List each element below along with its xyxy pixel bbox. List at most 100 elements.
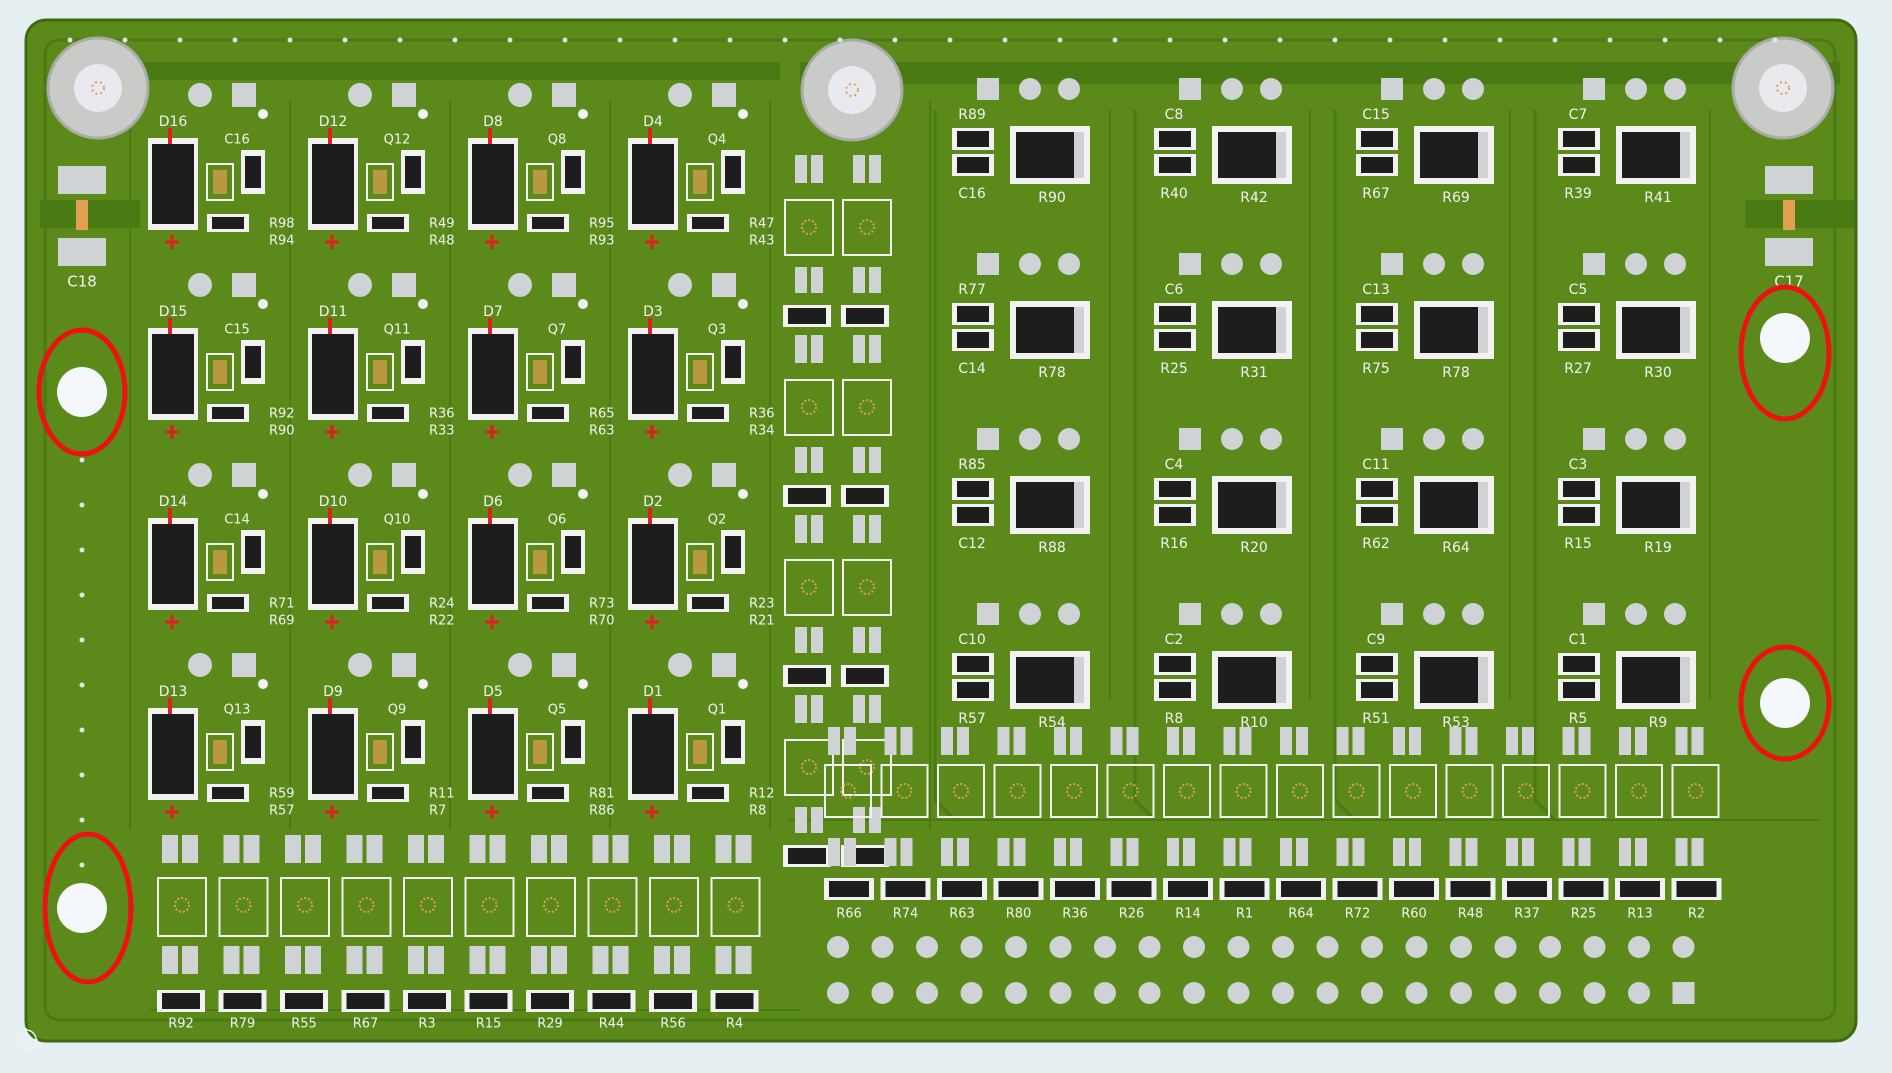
resistor-body: [957, 131, 989, 147]
cap-pad: [1522, 838, 1534, 866]
stitch-via: [1332, 37, 1338, 43]
mounting-hole-center: [1776, 81, 1790, 95]
header-pin: [1005, 936, 1027, 958]
resistor-label: R37: [1514, 907, 1540, 922]
square-pad: [1381, 428, 1403, 450]
resistor-body: [1563, 656, 1595, 672]
highlight-ellipse: [1738, 284, 1832, 422]
resistor-body: [1361, 682, 1393, 698]
resistor-label: R22: [429, 614, 455, 629]
cap-pad: [853, 447, 865, 473]
through-hole-pad: [668, 273, 692, 297]
ic-outline: [784, 559, 834, 616]
ic-outline: [824, 764, 872, 818]
smd-pad: [693, 360, 707, 384]
diode-polarity-mark: [168, 128, 172, 144]
stitch-via: [79, 862, 85, 868]
cap-pad: [346, 946, 363, 974]
diode-label: D10: [319, 494, 348, 510]
component-label: R89: [958, 107, 986, 123]
square-pad: [1583, 253, 1605, 275]
cap-pad: [1691, 838, 1704, 866]
square-pad: [392, 653, 416, 677]
ic-outline: [587, 877, 638, 937]
mounting-holes: [46, 36, 1835, 933]
square-pad: [552, 463, 576, 487]
square-pad: [392, 83, 416, 107]
through-hole-pad: [1221, 603, 1243, 625]
square-pad: [1381, 78, 1403, 100]
diode-polarity-mark: [488, 318, 492, 334]
resistor-body: [1159, 157, 1191, 173]
stitch-via: [342, 37, 348, 43]
cap-pad: [1522, 727, 1534, 755]
cap-pad: [1409, 727, 1421, 755]
through-hole-pad: [1423, 78, 1445, 100]
resistor-label: R94: [269, 234, 295, 249]
resistor-body: [245, 346, 261, 378]
ic-pad-ring: [604, 897, 621, 913]
through-hole-pad: [1019, 78, 1041, 100]
square-pad: [712, 83, 736, 107]
resistor-label: R34: [749, 424, 775, 439]
resistor-body: [957, 481, 989, 497]
diode-label: D11: [319, 304, 348, 320]
mosfet-tab: [1478, 132, 1488, 178]
through-hole-pad: [1260, 428, 1282, 450]
header-pin: [827, 936, 849, 958]
stitch-via: [1662, 37, 1668, 43]
cap-pad: [811, 627, 823, 653]
resistor-body: [788, 308, 826, 324]
component-label: R31: [1240, 365, 1268, 381]
pin1-marker: [258, 109, 268, 119]
through-hole-pad: [1019, 603, 1041, 625]
resistor-body: [846, 668, 884, 684]
stitch-via: [1222, 37, 1228, 43]
polarity-plus-icon: [645, 425, 659, 439]
stitch-via: [79, 727, 85, 733]
edge-capacitor-label: C18: [67, 273, 97, 291]
ic-pad-ring: [1405, 783, 1421, 799]
through-hole-pad: [348, 273, 372, 297]
stitch-via: [837, 37, 843, 43]
smd-pad: [533, 170, 547, 194]
resistor-label: R25: [1571, 907, 1597, 922]
cap-pad: [811, 267, 823, 293]
component-label: R53: [1442, 715, 1470, 731]
mosfet-tab: [1074, 657, 1084, 703]
square-pad: [232, 653, 256, 677]
through-hole-pad: [188, 273, 212, 297]
stitch-via: [1277, 37, 1283, 43]
polarity-plus-icon: [325, 805, 339, 819]
resistor-label: R90: [269, 424, 295, 439]
stitch-via: [1772, 37, 1778, 43]
cap-pad: [428, 835, 444, 863]
resistor-body: [1159, 306, 1191, 322]
via-hole: [57, 367, 107, 417]
cap-pad: [285, 835, 301, 863]
resistor-body: [532, 787, 564, 799]
mosfet-tab: [1680, 307, 1690, 353]
resistor-label: R48: [429, 234, 455, 249]
square-pad: [712, 653, 736, 677]
resistor-body: [212, 597, 244, 609]
cap-pad: [853, 335, 865, 363]
resistor-label: R36: [1062, 907, 1088, 922]
ic-outline: [464, 877, 515, 937]
through-hole-pad: [1058, 253, 1080, 275]
resistor-body: [408, 993, 446, 1009]
square-pad: [1381, 253, 1403, 275]
square-pad: [552, 273, 576, 297]
through-hole-pad: [1260, 253, 1282, 275]
pin1-marker: [738, 489, 748, 499]
component-label: R19: [1644, 540, 1672, 556]
resistor-body: [1361, 332, 1393, 348]
header-pin: [916, 936, 938, 958]
smd-pad: [213, 170, 227, 194]
resistor-body: [715, 993, 754, 1009]
cap-pad: [162, 946, 178, 974]
cap-pad: [869, 447, 881, 473]
resistor-body: [245, 726, 261, 758]
mosfet-tab: [1478, 657, 1488, 703]
cap-pad: [469, 835, 486, 863]
